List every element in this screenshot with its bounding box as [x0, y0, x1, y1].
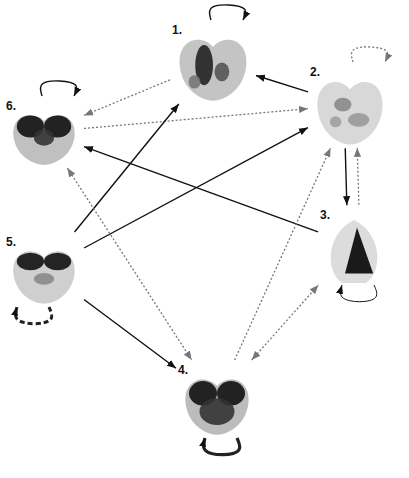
dark-region: [189, 75, 201, 88]
scan-node: 1.: [170, 20, 256, 104]
dark-region: [34, 273, 54, 285]
scan-node: 5.: [4, 232, 84, 307]
scan-image: [308, 62, 392, 148]
self-loop-arrow: [351, 47, 387, 62]
tissue-outline: [13, 115, 74, 165]
transition-arrow: [357, 148, 359, 205]
transition-arrow: [256, 75, 308, 91]
dark-region: [200, 398, 235, 425]
tissue-outline: [185, 379, 248, 434]
tissue-outline: [13, 251, 74, 304]
self-loop-arrow: [15, 307, 51, 324]
self-loop-arrow: [209, 5, 245, 20]
dark-region: [345, 228, 373, 274]
tissue-outline: [317, 82, 382, 145]
node-number: 5.: [6, 236, 16, 249]
self-loop-arrow: [340, 285, 376, 302]
transition-arrow: [84, 147, 318, 232]
node-number: 4.: [178, 364, 188, 377]
scan-node: 4.: [176, 360, 258, 438]
transition-arrow: [345, 148, 347, 205]
transition-arrow: [75, 104, 179, 232]
dark-region: [34, 129, 54, 146]
scan-image: [176, 360, 258, 438]
dark-region: [348, 113, 370, 127]
transition-arrow: [67, 168, 191, 360]
self-loop-arrow: [203, 438, 239, 455]
scan-node: 2.: [308, 62, 392, 148]
scan-node: 6.: [4, 96, 84, 168]
node-number: 6.: [6, 100, 16, 113]
scan-image: [170, 20, 256, 104]
transition-arrow: [84, 109, 308, 129]
node-number: 2.: [310, 66, 320, 79]
self-loop-arrow: [40, 81, 76, 96]
dark-region: [214, 62, 229, 81]
dark-region: [334, 98, 351, 112]
scan-node: 3.: [318, 205, 390, 285]
dark-region: [17, 253, 44, 270]
node-number: 1.: [172, 24, 182, 37]
tissue-outline: [331, 220, 378, 283]
tissue-outline: [180, 40, 247, 101]
node-number: 3.: [320, 209, 330, 222]
transition-arrow: [84, 80, 170, 116]
transition-arrow: [252, 285, 319, 360]
dark-region: [330, 116, 342, 127]
transition-arrow: [235, 148, 331, 360]
dark-region: [44, 253, 71, 270]
transition-arrow: [84, 299, 176, 368]
